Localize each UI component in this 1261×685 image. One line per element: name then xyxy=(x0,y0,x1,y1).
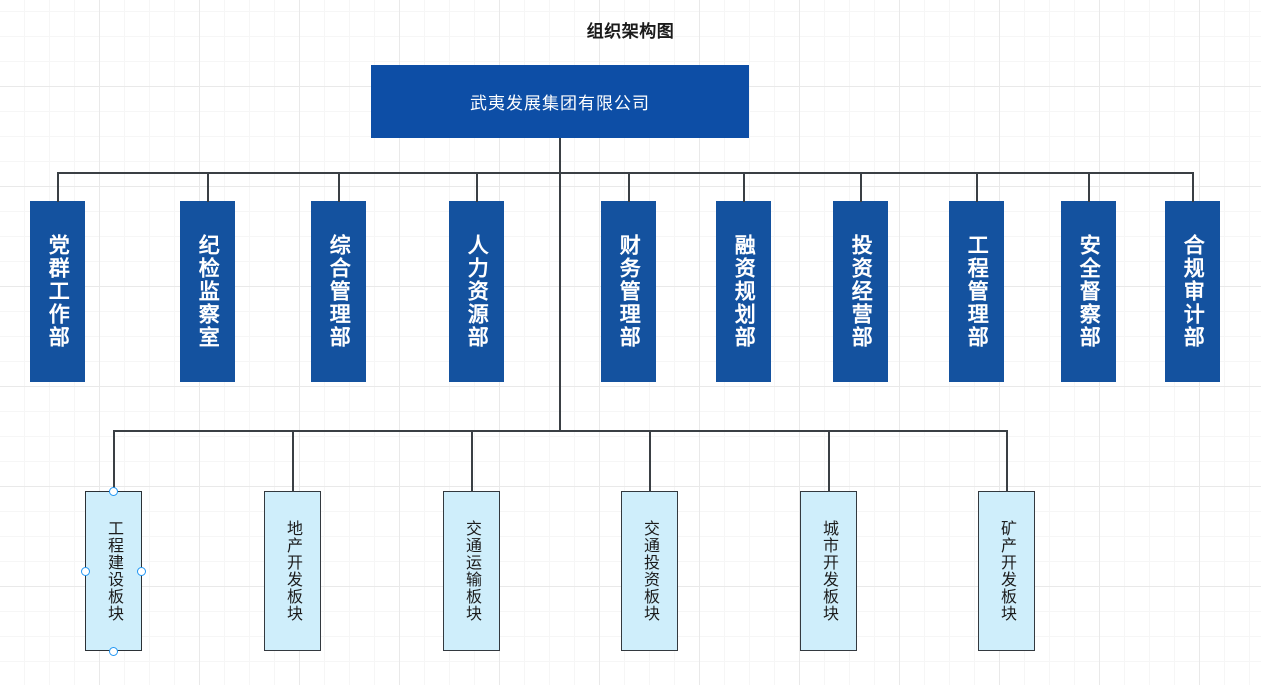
connector-drop-sector-6 xyxy=(1006,430,1008,492)
page-title: 组织架构图 xyxy=(586,22,675,42)
selection-handle-bottom[interactable] xyxy=(109,647,118,656)
node-department-hegui[interactable]: 合规审计部 xyxy=(1165,201,1220,382)
node-department-label: 纪检监察室 xyxy=(196,234,221,349)
node-sector-label: 地产开发板块 xyxy=(283,520,303,622)
node-sector-label: 城市开发板块 xyxy=(819,520,839,622)
node-department-label: 财务管理部 xyxy=(617,234,642,349)
connector-drop-sector-1 xyxy=(113,430,115,492)
node-sector-jiaotongtouzi[interactable]: 交通投资板块 xyxy=(621,491,678,651)
node-sector-chengshikaifa[interactable]: 城市开发板块 xyxy=(800,491,857,651)
connector-drop-dept-9 xyxy=(1088,172,1090,202)
node-sector-gongchengjianshe[interactable]: 工程建设板块 xyxy=(85,491,142,651)
node-sector-dichankaifa[interactable]: 地产开发板块 xyxy=(264,491,321,651)
node-department-anquan[interactable]: 安全督察部 xyxy=(1061,201,1116,382)
node-department-jijian[interactable]: 纪检监察室 xyxy=(180,201,235,382)
connector-drop-dept-5 xyxy=(628,172,630,202)
node-department-label: 安全督察部 xyxy=(1077,234,1102,349)
connector-root-stem xyxy=(559,138,561,174)
connector-drop-dept-1 xyxy=(57,172,59,202)
node-sector-kuangchankaifa[interactable]: 矿产开发板块 xyxy=(978,491,1035,651)
node-department-dangqun[interactable]: 党群工作部 xyxy=(30,201,85,382)
node-sector-label: 工程建设板块 xyxy=(104,520,124,622)
node-sector-label: 矿产开发板块 xyxy=(997,520,1017,622)
connector-sector-trunk xyxy=(559,172,561,432)
selection-handle-right[interactable] xyxy=(137,567,146,576)
node-department-label: 投资经营部 xyxy=(849,234,874,349)
connector-drop-sector-2 xyxy=(292,430,294,492)
node-root-company[interactable]: 武夷发展集团有限公司 xyxy=(371,65,749,138)
connector-drop-dept-7 xyxy=(860,172,862,202)
connector-drop-sector-3 xyxy=(471,430,473,492)
node-department-zonghe[interactable]: 综合管理部 xyxy=(311,201,366,382)
node-department-renli[interactable]: 人力资源部 xyxy=(449,201,504,382)
connector-drop-dept-4 xyxy=(476,172,478,202)
node-department-label: 综合管理部 xyxy=(327,234,352,349)
connector-drop-sector-5 xyxy=(828,430,830,492)
connector-drop-dept-6 xyxy=(743,172,745,202)
connector-department-bus xyxy=(57,172,1194,174)
node-sector-label: 交通运输板块 xyxy=(462,520,482,622)
node-department-label: 合规审计部 xyxy=(1181,234,1206,349)
node-sector-jiaotongyunshu[interactable]: 交通运输板块 xyxy=(443,491,500,651)
node-department-label: 党群工作部 xyxy=(46,234,71,349)
node-department-label: 人力资源部 xyxy=(465,234,490,349)
node-department-label: 工程管理部 xyxy=(965,234,990,349)
selection-handle-left[interactable] xyxy=(81,567,90,576)
node-department-gongcheng[interactable]: 工程管理部 xyxy=(949,201,1004,382)
node-department-touzi[interactable]: 投资经营部 xyxy=(833,201,888,382)
node-department-rongzi[interactable]: 融资规划部 xyxy=(716,201,771,382)
connector-drop-sector-4 xyxy=(649,430,651,492)
node-department-caiwu[interactable]: 财务管理部 xyxy=(601,201,656,382)
connector-drop-dept-3 xyxy=(338,172,340,202)
connector-sector-bus xyxy=(113,430,1007,432)
node-root-label: 武夷发展集团有限公司 xyxy=(470,94,650,114)
connector-drop-dept-10 xyxy=(1192,172,1194,202)
connector-drop-dept-2 xyxy=(207,172,209,202)
selection-handle-top[interactable] xyxy=(109,487,118,496)
node-sector-label: 交通投资板块 xyxy=(640,520,660,622)
connector-drop-dept-8 xyxy=(976,172,978,202)
node-department-label: 融资规划部 xyxy=(732,234,757,349)
